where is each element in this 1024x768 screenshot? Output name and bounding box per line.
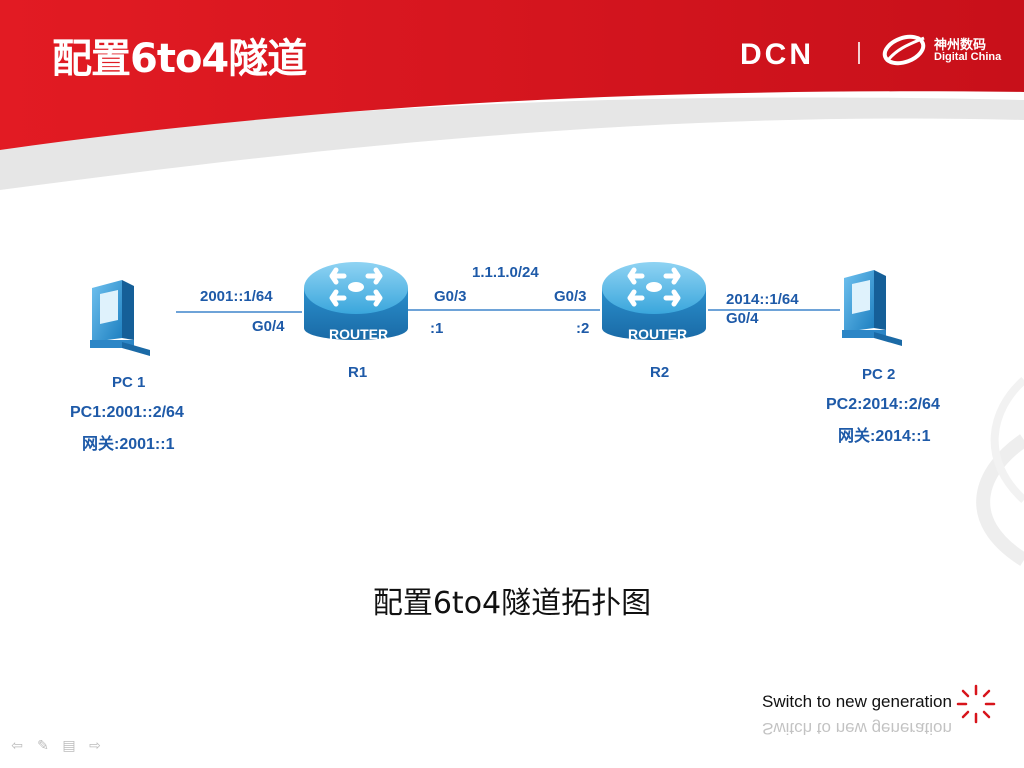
digital-china-logo-icon bbox=[882, 34, 926, 66]
router-r2-icon bbox=[602, 262, 706, 340]
pen-icon[interactable]: ✎ bbox=[37, 738, 49, 754]
r1-wan-host-label: :1 bbox=[430, 320, 444, 337]
dcn-logo: DCN bbox=[740, 38, 814, 71]
brand-en-name: Digital China bbox=[934, 51, 1002, 63]
pc2-address: PC2:2014::2/64 bbox=[826, 396, 940, 413]
pc1-icon bbox=[90, 280, 150, 356]
pc1-address: PC1:2001::2/64 bbox=[70, 404, 184, 421]
r2-wan-host-label: :2 bbox=[576, 320, 590, 337]
r2-device-label: ROUTER bbox=[628, 326, 688, 342]
wan-subnet-label: 1.1.1.0/24 bbox=[472, 264, 539, 281]
pc2-name: PC 2 bbox=[862, 366, 896, 383]
r1-device-label: ROUTER bbox=[329, 326, 389, 342]
r2-lan-port-label: G0/4 bbox=[726, 310, 759, 327]
slide-title: 配置6to4隧道 bbox=[52, 36, 307, 82]
arrow-right-icon[interactable]: ⇨ bbox=[89, 738, 101, 754]
arrow-left-icon[interactable]: ⇦ bbox=[11, 738, 23, 754]
slideshow-nav: ⇦ ✎ ▤ ⇨ bbox=[8, 738, 104, 754]
router-r1-icon bbox=[304, 262, 408, 340]
pc2-gateway: 网关:2014::1 bbox=[838, 428, 931, 445]
pc1-name: PC 1 bbox=[112, 374, 146, 391]
r2-name: R2 bbox=[650, 364, 670, 381]
r1-lan-port-label: G0/4 bbox=[252, 318, 285, 335]
topology-svg bbox=[90, 262, 902, 356]
topology-diagram: ROUTER ROUTER 2001::1/64 G0/4 G0/3 :1 1.… bbox=[44, 230, 974, 460]
menu-icon[interactable]: ▤ bbox=[62, 738, 76, 754]
r2-lan-ip-label: 2014::1/64 bbox=[726, 291, 799, 308]
pc2-icon bbox=[842, 270, 902, 346]
tagline-reflection: Switch to new generation bbox=[762, 719, 952, 738]
pc1-gateway: 网关:2001::1 bbox=[82, 436, 175, 453]
diagram-caption: 配置6to4隧道拓扑图 bbox=[372, 586, 652, 621]
r2-wan-port-label: G0/3 bbox=[554, 288, 587, 305]
r1-lan-ip-label: 2001::1/64 bbox=[200, 288, 273, 305]
tagline: Switch to new generation bbox=[762, 692, 952, 711]
sparkle-icon bbox=[956, 684, 996, 724]
r1-wan-port-label: G0/3 bbox=[434, 288, 467, 305]
r1-name: R1 bbox=[348, 364, 368, 381]
logo-divider bbox=[858, 42, 860, 64]
brand-cn-name: 神州数码 bbox=[934, 38, 987, 53]
